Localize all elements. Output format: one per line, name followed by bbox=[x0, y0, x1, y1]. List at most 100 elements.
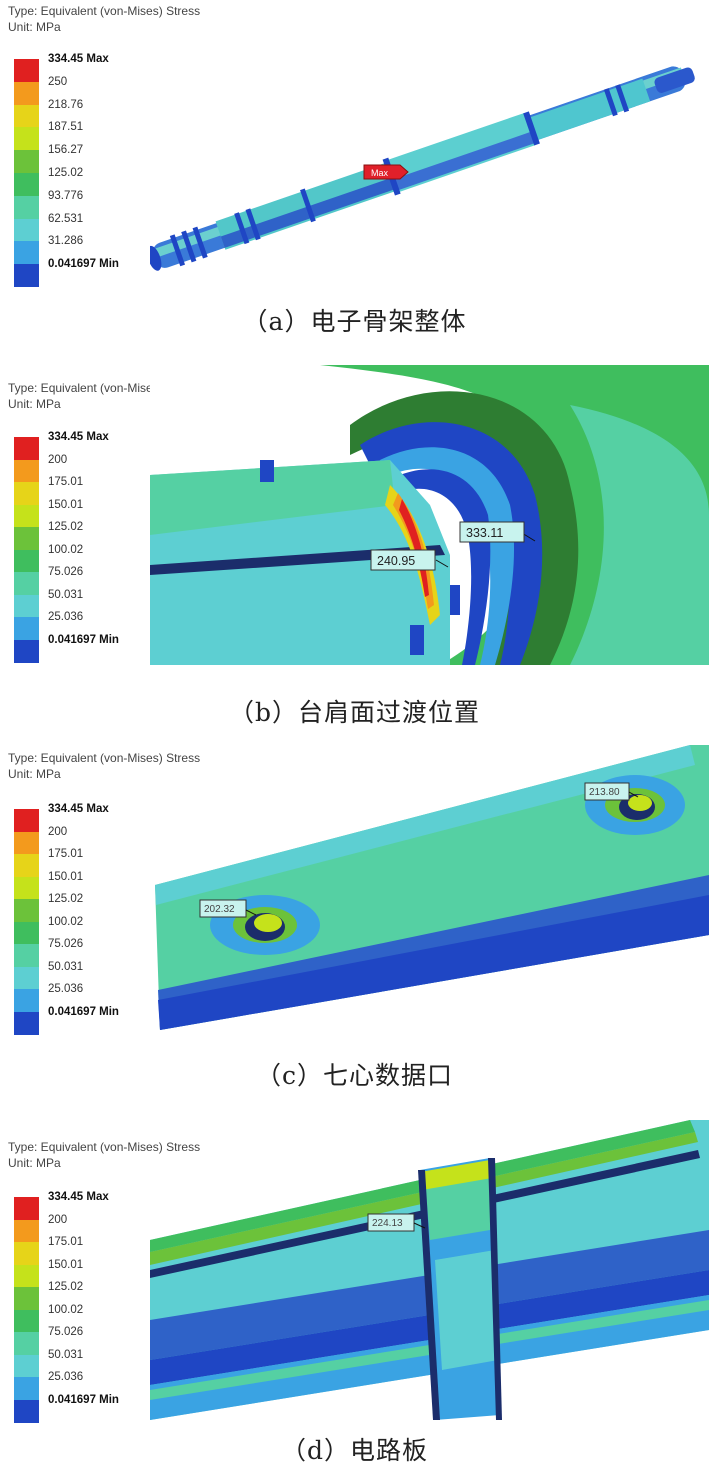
legend-swatch bbox=[14, 594, 39, 618]
legend-swatch bbox=[14, 482, 39, 505]
legend-label: 93.776 bbox=[48, 189, 84, 202]
legend-swatch bbox=[14, 1354, 39, 1378]
legend-swatch bbox=[14, 218, 39, 242]
legend-swatch bbox=[14, 1011, 39, 1035]
legend-swatch bbox=[14, 899, 39, 922]
legend-swatch bbox=[14, 876, 39, 900]
legend-label: 100.02 bbox=[48, 1303, 84, 1316]
probe-224-13: 224.13 bbox=[372, 1218, 403, 1229]
legend-label: 75.026 bbox=[48, 566, 84, 578]
legend-label: 50.031 bbox=[48, 1348, 84, 1361]
caption: （a）电子骨架整体 bbox=[242, 307, 467, 336]
legend-swatch bbox=[14, 617, 39, 640]
model-view: Max bbox=[150, 66, 695, 271]
probe-240-95: 240.95 bbox=[377, 554, 415, 568]
legend-label: 150.01 bbox=[48, 870, 84, 883]
legend-swatch bbox=[14, 1264, 39, 1288]
caption: （d）电路板 bbox=[280, 1436, 428, 1465]
model-view: 224.13 bbox=[150, 1120, 709, 1420]
legend-swatch bbox=[14, 1287, 39, 1310]
legend-label: 25.036 bbox=[48, 983, 84, 995]
legend-label: 0.041697 Min bbox=[48, 258, 119, 271]
legend-label: 175.01 bbox=[48, 848, 84, 860]
legend-label: 334.45 Max bbox=[48, 53, 109, 65]
legend-label: 200 bbox=[48, 1213, 68, 1226]
legend-swatch bbox=[14, 59, 39, 83]
legend-swatch bbox=[14, 437, 39, 460]
panel-a: Type: Equivalent (von-Mises) Stress Unit… bbox=[0, 0, 709, 345]
legend-label: 50.031 bbox=[48, 960, 84, 973]
legend-swatch bbox=[14, 1219, 39, 1243]
probe-202-32: 202.32 bbox=[204, 904, 235, 915]
legend-label: 334.45 Max bbox=[48, 431, 109, 443]
type-label: Type: Equivalent (von-Mises) Stress bbox=[8, 751, 201, 765]
legend-label: 75.026 bbox=[48, 1326, 84, 1338]
legend-swatch bbox=[14, 989, 39, 1012]
legend-swatch bbox=[14, 150, 39, 174]
legend-label: 125.02 bbox=[48, 521, 84, 533]
legend-swatch bbox=[14, 104, 39, 128]
legend-label: 175.01 bbox=[48, 476, 84, 488]
legend-label: 75.026 bbox=[48, 938, 84, 950]
unit-label: Unit: MPa bbox=[8, 1156, 61, 1170]
legend-swatch bbox=[14, 1242, 39, 1265]
legend-swatch bbox=[14, 195, 39, 220]
type-label: Type: Equivalent (von-Mises) Stress bbox=[8, 1140, 201, 1154]
probe-max: Max bbox=[371, 168, 389, 178]
legend-label: 156.27 bbox=[48, 144, 84, 157]
legend-swatch bbox=[14, 966, 39, 990]
panel-b: Type: Equivalent (von-Mises) Stress Unit… bbox=[0, 345, 709, 735]
legend-label: 250 bbox=[48, 75, 68, 88]
legend-label: 31.286 bbox=[48, 235, 84, 248]
legend-swatch bbox=[14, 264, 39, 288]
legend-swatch bbox=[14, 81, 39, 106]
legend-swatch bbox=[14, 127, 39, 151]
legend-swatch bbox=[14, 549, 39, 573]
legend-swatch bbox=[14, 173, 39, 197]
legend-swatch bbox=[14, 639, 39, 663]
legend-swatch bbox=[14, 854, 39, 877]
legend-swatch bbox=[14, 572, 39, 595]
legend-label: 218.76 bbox=[48, 98, 84, 111]
legend-label: 0.041697 Min bbox=[48, 1005, 119, 1018]
legend-swatch bbox=[14, 831, 39, 855]
legend-label: 0.041697 Min bbox=[48, 633, 119, 646]
legend-label: 125.02 bbox=[48, 1281, 84, 1293]
legend-label: 150.01 bbox=[48, 1258, 84, 1271]
legend-swatch bbox=[14, 1309, 39, 1333]
unit-label: Unit: MPa bbox=[8, 397, 61, 411]
legend-label: 334.45 Max bbox=[48, 1191, 109, 1203]
legend-label: 25.036 bbox=[48, 1371, 84, 1383]
legend-label: 125.02 bbox=[48, 167, 84, 179]
legend-label: 187.51 bbox=[48, 121, 84, 134]
legend-swatch bbox=[14, 1399, 39, 1423]
legend-swatch bbox=[14, 527, 39, 550]
legend-swatch bbox=[14, 241, 39, 265]
legend-swatch bbox=[14, 921, 39, 945]
caption: （b）台肩面过渡位置 bbox=[228, 698, 480, 727]
panel-d: Type: Equivalent (von-Mises) Stress Unit… bbox=[0, 1090, 709, 1469]
legend-label: 50.031 bbox=[48, 588, 84, 601]
legend-label: 62.531 bbox=[48, 212, 84, 225]
legend-label: 150.01 bbox=[48, 498, 84, 511]
legend-swatch bbox=[14, 1332, 39, 1355]
legend-swatch bbox=[14, 459, 39, 483]
legend-label: 200 bbox=[48, 453, 68, 466]
type-label: Type: Equivalent (von-Mises) Stress bbox=[8, 4, 201, 18]
model-view: 240.95 333.11 bbox=[150, 365, 709, 665]
legend-label: 334.45 Max bbox=[48, 803, 109, 815]
legend-label: 25.036 bbox=[48, 611, 84, 623]
legend-label: 200 bbox=[48, 825, 68, 838]
legend-swatch bbox=[14, 1377, 39, 1400]
probe-213-80: 213.80 bbox=[589, 787, 620, 798]
legend-swatch bbox=[14, 809, 39, 832]
legend-label: 100.02 bbox=[48, 915, 84, 928]
panel-c: Type: Equivalent (von-Mises) Stress Unit… bbox=[0, 735, 709, 1090]
legend-label: 125.02 bbox=[48, 893, 84, 905]
probe-333-11: 333.11 bbox=[466, 526, 503, 540]
legend-label: 100.02 bbox=[48, 543, 84, 556]
legend-swatch bbox=[14, 944, 39, 967]
legend-label: 0.041697 Min bbox=[48, 1393, 119, 1406]
caption: （c）七心数据口 bbox=[255, 1061, 453, 1090]
legend-swatch bbox=[14, 1197, 39, 1220]
